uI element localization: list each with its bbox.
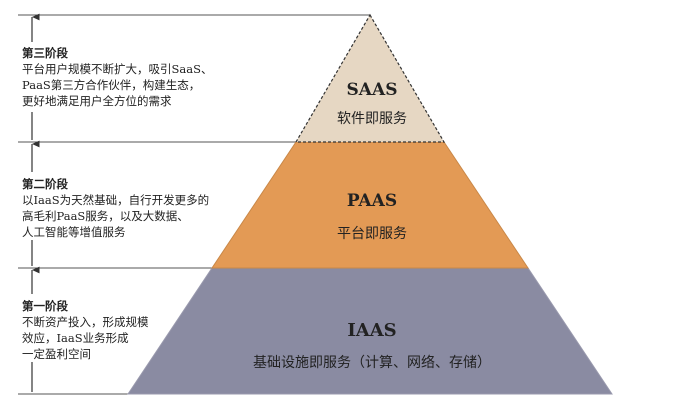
saas-layer: [294, 13, 446, 143]
iaas-title: IAAS: [347, 320, 396, 341]
paas-subtitle: 平台即服务: [337, 226, 407, 242]
stage-2-desc: 以IaaS为天然基础，自行开发更多的 高毛利PaaS服务，以及大数据、 人工智能…: [22, 193, 210, 239]
paas-title: PAAS: [347, 191, 397, 211]
stage-2-text: 第二阶段 以IaaS为天然基础，自行开发更多的 高毛利PaaS服务，以及大数据、…: [22, 176, 242, 240]
stage-2-title: 第二阶段: [22, 177, 68, 191]
stage-3-title: 第三阶段: [22, 46, 68, 60]
saas-title: SAAS: [347, 80, 398, 100]
iaas-subtitle: 基础设施即服务（计算、网络、存储）: [253, 354, 491, 371]
stage-3-desc: 平台用户规模不断扩大，吸引SaaS、 PaaS第三方合作伙伴，构建生态， 更好地…: [22, 62, 213, 108]
saas-subtitle: 软件即服务: [337, 111, 407, 127]
stage-3-text: 第三阶段 平台用户规模不断扩大，吸引SaaS、 PaaS第三方合作伙伴，构建生态…: [22, 45, 242, 109]
stage-1-title: 第一阶段: [22, 299, 68, 313]
stage-1-desc: 不断资产投入，形成规模 效应，IaaS业务形成 一定盈利空间: [22, 315, 149, 361]
stage-1-text: 第一阶段 不断资产投入，形成规模 效应，IaaS业务形成 一定盈利空间: [22, 298, 242, 362]
